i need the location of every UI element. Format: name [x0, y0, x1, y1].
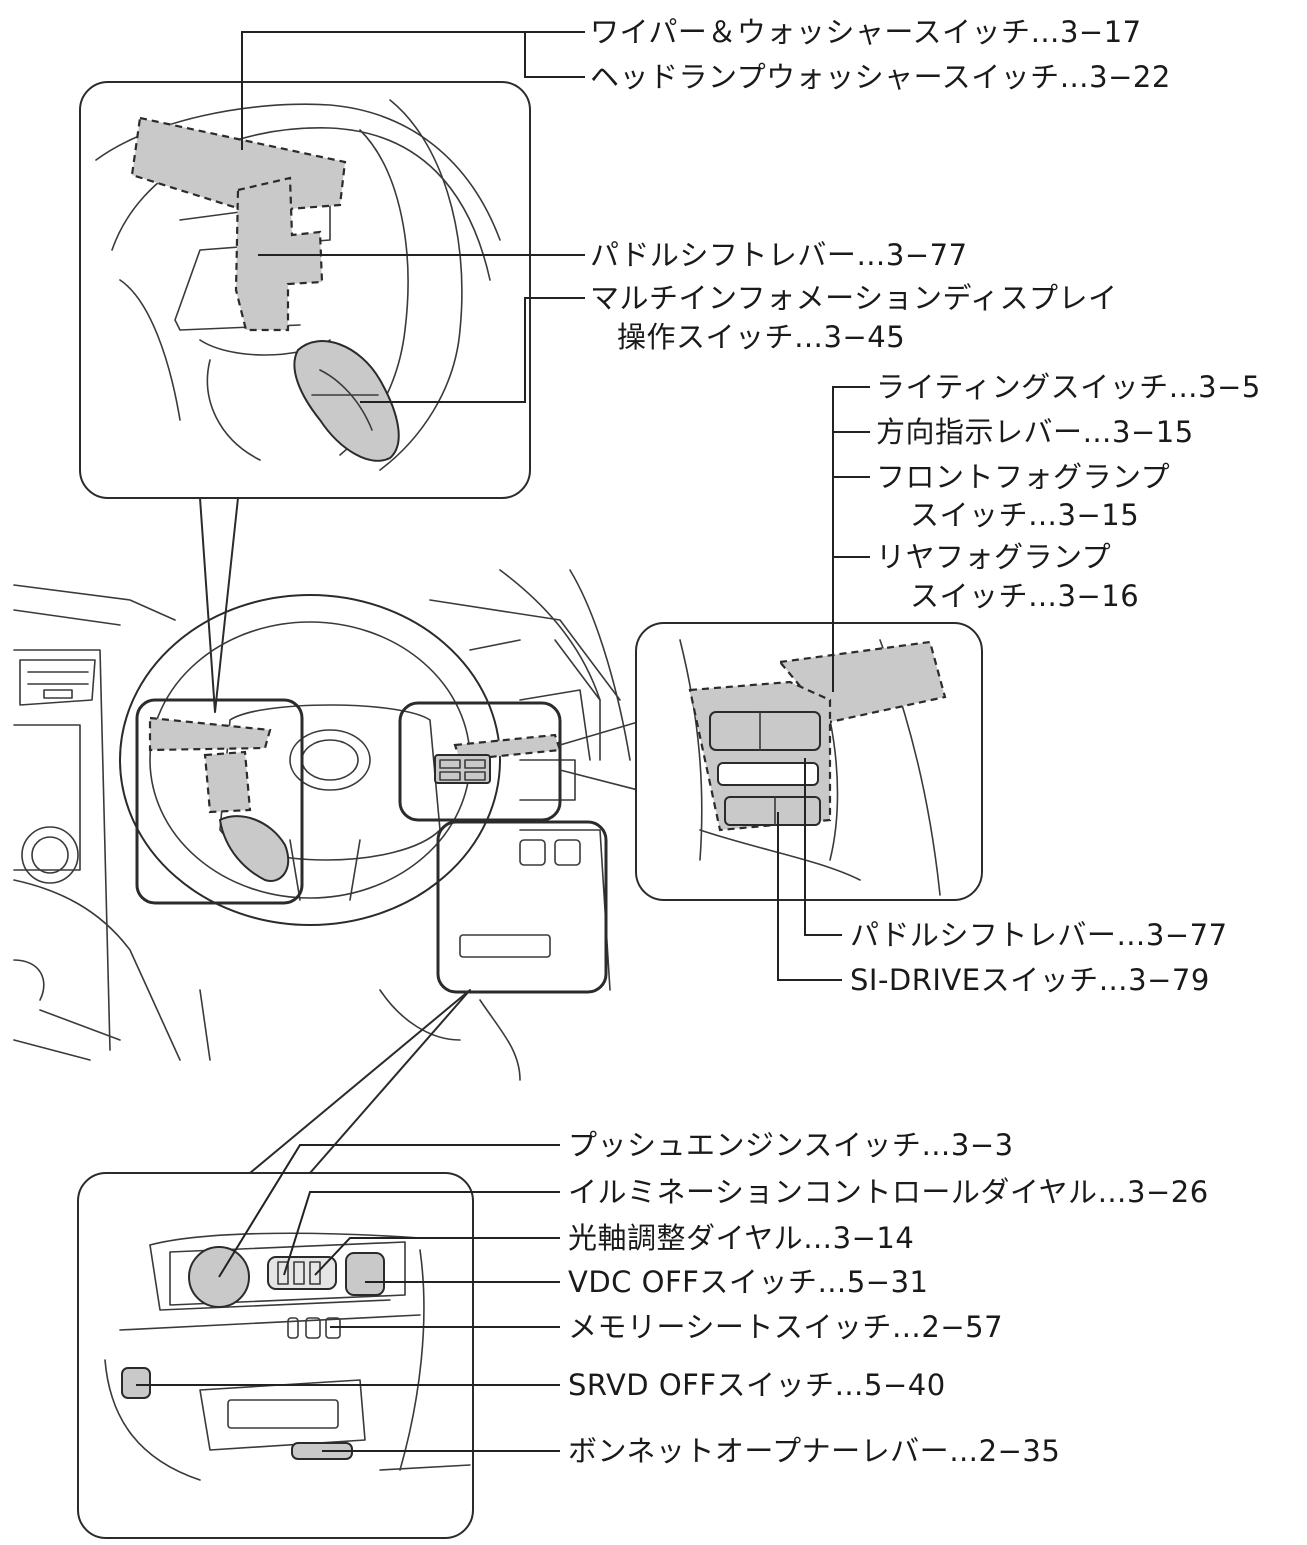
right-stalk-callout [635, 622, 983, 901]
label-lighting-switch: ライティングスイッチ…3−5 [876, 370, 1261, 404]
label-beam-adjust-dial: 光軸調整ダイヤル…3−14 [568, 1221, 915, 1255]
left-stalk-callout [79, 81, 531, 713]
label-push-engine-switch: プッシュエンジンスイッチ…3−3 [568, 1128, 1014, 1162]
label-multi-info-display-line1: マルチインフォメーションディスプレイ [590, 281, 1118, 315]
label-front-fog-line1: フロントフォグランプ [876, 460, 1171, 494]
label-paddle-shift-right: パドルシフトレバー…3−77 [850, 918, 1228, 952]
label-turn-signal-lever: 方向指示レバー…3−15 [876, 415, 1194, 449]
label-memory-seat-switch: メモリーシートスイッチ…2−57 [568, 1310, 1004, 1344]
label-srvd-off-switch: SRVD OFFスイッチ…5−40 [568, 1368, 946, 1402]
label-wiper-switch: ワイパー＆ウォッシャースイッチ…3−17 [590, 15, 1142, 49]
label-vdc-off-switch: VDC OFFスイッチ…5−31 [568, 1265, 929, 1299]
label-illumination-dial: イルミネーションコントロールダイヤル…3−26 [568, 1175, 1209, 1209]
label-rear-fog-line1: リヤフォグランプ [876, 540, 1112, 574]
label-si-drive-switch: SI-DRIVEスイッチ…3−79 [850, 963, 1210, 997]
label-rear-fog-line2: スイッチ…3−16 [910, 579, 1140, 613]
label-paddle-shift-left: パドルシフトレバー…3−77 [590, 238, 968, 272]
label-multi-info-display-line2: 操作スイッチ…3−45 [617, 320, 906, 354]
label-headlamp-washer-switch: ヘッドランプウォッシャースイッチ…3−22 [590, 60, 1171, 94]
dashboard-main [13, 569, 639, 1174]
console-callout [77, 1172, 474, 1539]
leader-lines [136, 31, 870, 1452]
label-front-fog-line2: スイッチ…3−15 [910, 498, 1140, 532]
label-bonnet-opener-lever: ボンネットオープナーレバー…2−35 [568, 1434, 1061, 1468]
